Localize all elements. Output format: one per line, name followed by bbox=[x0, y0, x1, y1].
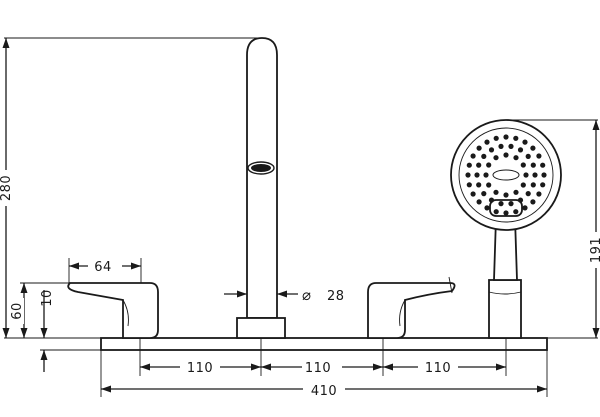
spray-nozzle bbox=[532, 172, 538, 178]
spray-nozzle bbox=[493, 135, 499, 141]
spray-nozzle bbox=[517, 147, 524, 153]
spray-nozzle bbox=[525, 191, 531, 197]
spray-nozzle bbox=[520, 162, 526, 168]
spray-nozzle bbox=[523, 172, 529, 178]
spray-nozzle bbox=[508, 201, 514, 207]
spray-nozzle bbox=[530, 162, 536, 168]
dim-spout-diameter: 28 bbox=[327, 289, 345, 304]
spray-nozzle bbox=[481, 191, 487, 197]
spray-nozzle bbox=[486, 162, 492, 168]
right-lever-handle bbox=[367, 276, 456, 339]
spray-nozzle bbox=[540, 162, 546, 168]
deck-plate bbox=[100, 337, 548, 351]
spray-nozzle bbox=[522, 205, 528, 211]
dim-spacing-2: 110 bbox=[305, 361, 331, 376]
spray-nozzle bbox=[486, 182, 492, 188]
spray-nozzle bbox=[525, 153, 531, 159]
spray-nozzles bbox=[465, 134, 547, 216]
left-lever-handle bbox=[67, 282, 159, 339]
spout bbox=[236, 37, 286, 339]
spray-nozzle bbox=[536, 153, 542, 159]
spray-nozzle bbox=[484, 139, 490, 145]
dim-spout-diameter-symbol: ⌀ bbox=[302, 286, 312, 304]
spray-nozzle bbox=[536, 191, 542, 197]
spray-nozzle bbox=[498, 201, 504, 207]
dim-deck-thickness: 10 bbox=[40, 289, 55, 307]
spray-nozzle bbox=[493, 155, 499, 161]
spray-nozzle bbox=[513, 155, 519, 161]
hand-shower bbox=[450, 119, 562, 339]
spray-nozzle bbox=[498, 143, 504, 149]
spray-nozzle bbox=[541, 172, 547, 178]
spray-nozzle bbox=[508, 143, 514, 149]
spray-nozzle bbox=[520, 182, 526, 188]
spray-nozzle bbox=[513, 189, 519, 195]
spray-nozzle bbox=[503, 134, 509, 140]
spray-nozzle bbox=[481, 153, 487, 159]
spray-nozzle bbox=[474, 172, 480, 178]
spray-nozzle bbox=[476, 182, 482, 188]
spray-nozzle bbox=[476, 162, 482, 168]
spray-nozzle bbox=[483, 172, 489, 178]
spray-nozzle bbox=[465, 172, 471, 178]
spray-nozzle bbox=[476, 199, 482, 205]
spray-nozzle bbox=[530, 182, 536, 188]
dim-overall-height: 280 bbox=[0, 175, 14, 201]
spray-nozzle bbox=[530, 199, 536, 205]
spray-nozzle bbox=[484, 205, 490, 211]
spray-nozzle bbox=[513, 135, 519, 141]
spray-nozzle bbox=[530, 145, 536, 151]
spray-nozzle bbox=[466, 182, 472, 188]
dim-spacing-1: 110 bbox=[187, 361, 213, 376]
spray-nozzle bbox=[488, 197, 495, 203]
dim-spacing-3: 110 bbox=[425, 361, 451, 376]
spray-nozzle bbox=[517, 197, 524, 203]
dim-lever-width: 64 bbox=[94, 260, 112, 275]
spray-nozzle bbox=[493, 209, 499, 215]
spray-nozzle bbox=[513, 209, 519, 215]
spray-nozzle bbox=[493, 189, 499, 195]
spray-nozzle bbox=[522, 139, 528, 145]
spray-nozzle bbox=[503, 152, 509, 158]
spray-nozzle bbox=[466, 162, 472, 168]
spray-nozzle bbox=[540, 182, 546, 188]
spray-nozzle bbox=[476, 145, 482, 151]
dim-handshower-height: 191 bbox=[589, 237, 600, 263]
spray-nozzle bbox=[470, 153, 476, 159]
dim-lever-height: 60 bbox=[10, 302, 25, 320]
spray-nozzle bbox=[470, 191, 476, 197]
spray-nozzle bbox=[503, 192, 509, 198]
dim-overall-width: 410 bbox=[311, 384, 337, 399]
spray-nozzle bbox=[488, 147, 495, 153]
spray-nozzle bbox=[503, 210, 509, 216]
